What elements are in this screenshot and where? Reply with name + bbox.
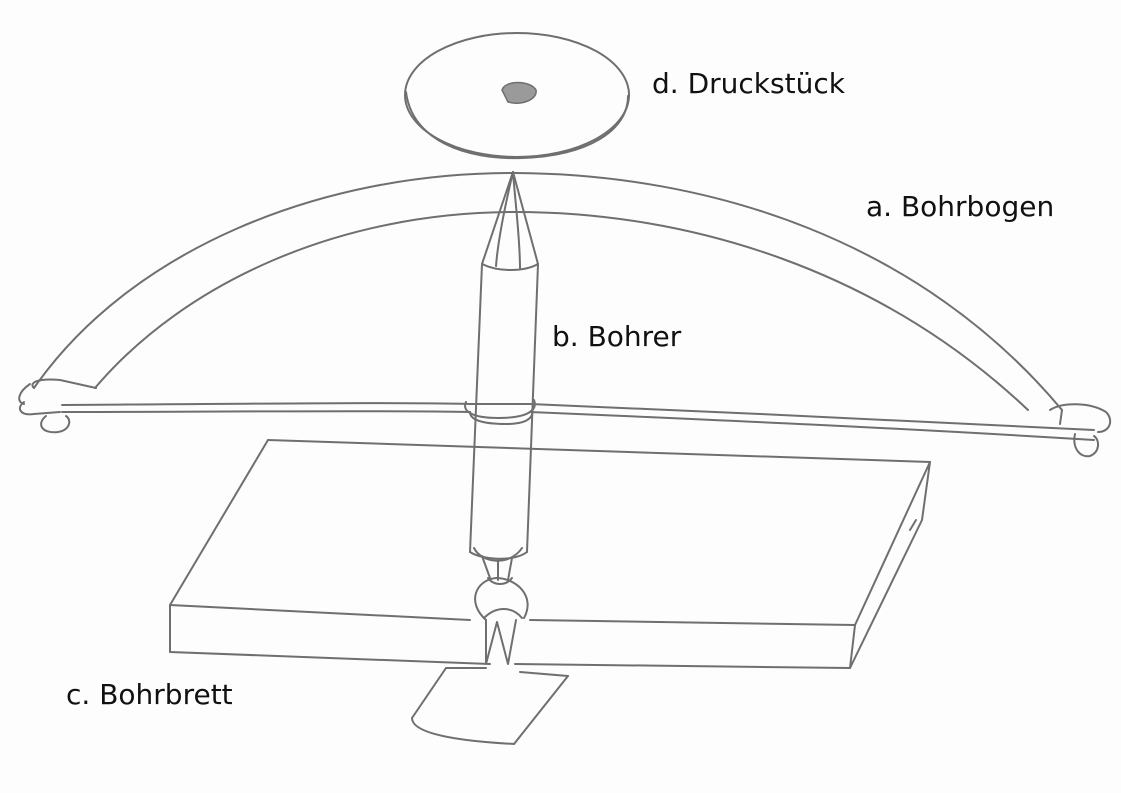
pressure-piece [404, 32, 630, 160]
label-pressure-piece: d. Druckstück [652, 67, 845, 100]
spindle [469, 171, 539, 585]
ember-plate [411, 667, 569, 745]
label-fireboard: c. Bohrbrett [66, 678, 233, 711]
label-spindle: b. Bohrer [552, 320, 682, 353]
fireboard [169, 439, 931, 669]
label-bow: a. Bohrbogen [866, 190, 1055, 223]
bow [18, 171, 1112, 458]
bowstring [61, 399, 1095, 441]
